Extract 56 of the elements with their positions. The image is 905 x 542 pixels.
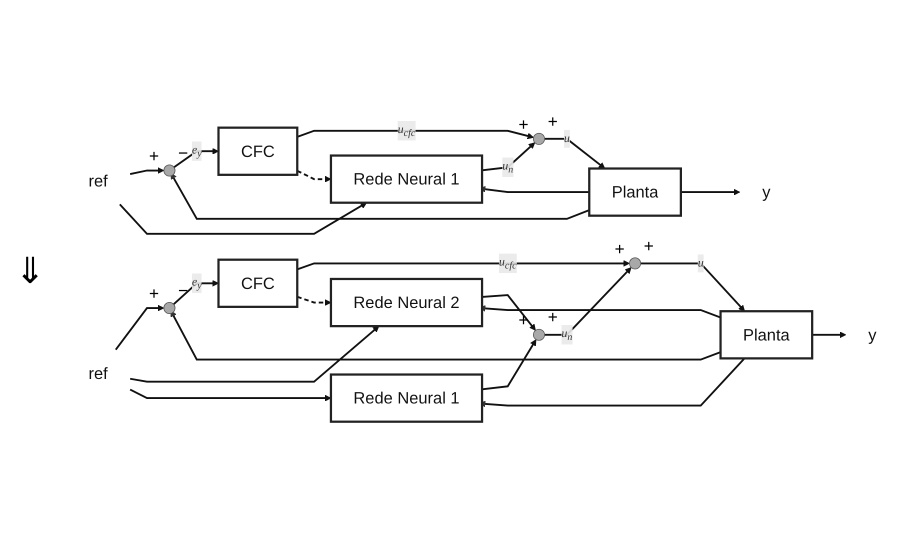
- node-box: Rede Neural 1: [330, 373, 484, 422]
- arrow: [812, 331, 846, 338]
- edge-label: e$_{y}$: [192, 275, 202, 290]
- sign-label: +: [644, 235, 654, 256]
- node-box: CFC: [217, 258, 298, 308]
- edge-label: u$_{cfc}$: [498, 256, 517, 271]
- node-box: Rede Neural 1: [330, 154, 484, 204]
- arrow: [482, 142, 536, 171]
- arrow: [119, 202, 367, 234]
- node-box: Planta: [719, 310, 814, 360]
- arrow: [130, 388, 332, 402]
- arrow: [680, 188, 740, 196]
- edge-label: u$_{cfc}$: [398, 122, 416, 138]
- node-circle: [629, 257, 642, 270]
- sign-label: +: [518, 114, 529, 134]
- arrow: [544, 266, 632, 336]
- sign-label: +: [548, 306, 558, 327]
- node-box: Rede Neural 2: [330, 278, 484, 327]
- edge-label: u$_{n}$: [561, 326, 572, 342]
- arrow: [174, 148, 219, 168]
- arrow: [296, 170, 332, 182]
- arrow: [640, 262, 745, 312]
- node-circle: [533, 132, 545, 144]
- arrow: [170, 310, 721, 360]
- arrow: [170, 172, 590, 220]
- node-circle: [533, 328, 545, 340]
- arrow: [172, 280, 219, 305]
- sign-label: −: [178, 142, 188, 163]
- arrow: [296, 130, 534, 139]
- arrow: [544, 138, 606, 168]
- node-text: y: [868, 325, 877, 344]
- edge-label: e$_{y}$: [192, 143, 202, 158]
- arrow: [296, 296, 332, 306]
- arrow: [296, 260, 630, 270]
- node-text: ref: [88, 364, 108, 382]
- arrow: [115, 304, 164, 350]
- node-text: ref: [88, 171, 108, 190]
- arrow: [482, 294, 536, 330]
- node-circle: [163, 302, 176, 314]
- arrow: [130, 325, 380, 382]
- sign-label: +: [548, 114, 558, 131]
- node-text: y: [762, 182, 770, 202]
- edge-label: u: [698, 256, 704, 270]
- sign-label: +: [148, 283, 160, 304]
- sign-label: +: [148, 146, 160, 166]
- arrow: [482, 338, 536, 390]
- sign-label: +: [518, 310, 529, 330]
- edge-label: u$_{n}$: [502, 159, 514, 175]
- node-box: Planta: [588, 167, 682, 216]
- edge-label: u: [564, 132, 570, 145]
- sign-label: −: [178, 280, 188, 300]
- node-box: CFC: [217, 126, 298, 176]
- sign-label: +: [614, 238, 625, 258]
- arrow: [130, 166, 164, 175]
- node-circle: [163, 164, 176, 176]
- double-arrow-symbol: ⇓: [14, 250, 46, 292]
